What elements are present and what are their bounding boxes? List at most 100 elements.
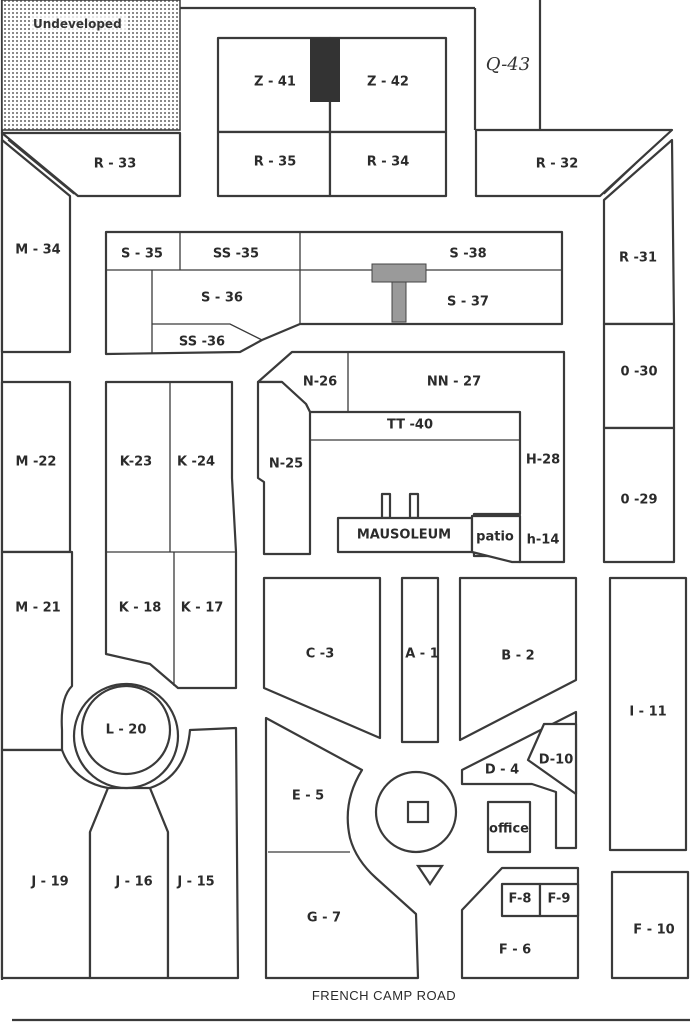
office-label: office (489, 822, 529, 837)
section-s36[interactable]: S - 36 (201, 291, 243, 306)
section-n26[interactable]: N-26 (303, 375, 337, 390)
section-j19-label: J - 19 (30, 875, 68, 890)
section-k18-label: K - 18 (119, 601, 162, 616)
section-r31-label: R -31 (619, 251, 657, 266)
section-b2[interactable]: B - 2 (458, 576, 578, 742)
patio-label: patio (476, 530, 514, 545)
office-building[interactable]: office (486, 800, 532, 854)
section-c3[interactable]: C -3 (262, 576, 382, 740)
road-label: FRENCH CAMP ROAD (312, 988, 456, 1003)
undeveloped-area[interactable]: Undeveloped (1, 0, 181, 131)
section-m22[interactable]: M -22 (0, 380, 72, 554)
section-s36-label: S - 36 (201, 291, 243, 306)
j-block (0, 726, 240, 980)
k-block (104, 380, 238, 690)
section-j15-label: J - 15 (176, 875, 214, 890)
section-s38-label: S -38 (449, 247, 486, 262)
section-e5-label: E - 5 (292, 789, 324, 804)
monument-block (310, 38, 340, 102)
s-block (104, 230, 564, 356)
section-d4-label: D - 4 (485, 763, 519, 778)
section-e5[interactable]: E - 5 (264, 716, 420, 980)
handwritten-note: Q-43 (486, 54, 530, 75)
section-r35-label: R - 35 (254, 155, 297, 170)
section-k24[interactable]: K -24 (177, 455, 215, 470)
section-ss36-label: SS -36 (179, 335, 225, 350)
section-o29-label: 0 -29 (620, 493, 657, 508)
section-s38[interactable]: S -38 (449, 247, 486, 262)
section-d10[interactable]: D-10 (526, 722, 578, 796)
section-f9[interactable]: F-9 (538, 882, 580, 918)
section-b2-label: B - 2 (501, 649, 534, 664)
section-r33-label: R - 33 (94, 157, 137, 172)
section-m21[interactable]: M - 21 (0, 550, 74, 752)
mausoleum-label: MAUSOLEUM (357, 528, 451, 543)
section-s37-label: S - 37 (447, 295, 489, 310)
section-r31[interactable]: R -31 (602, 138, 676, 326)
section-f10-label: F - 10 (633, 923, 674, 938)
section-s35-label: S - 35 (121, 247, 163, 262)
section-c3-label: C -3 (306, 647, 335, 662)
section-h28[interactable]: H-28 (526, 453, 560, 468)
section-z42-label: Z - 42 (367, 75, 409, 90)
section-j16-label: J - 16 (114, 875, 152, 890)
section-l20-label: L - 20 (106, 723, 147, 738)
section-m22-label: M -22 (16, 455, 57, 470)
section-f8-label: F-8 (509, 892, 532, 907)
section-f6-label: F - 6 (499, 943, 531, 958)
section-a1[interactable]: A - 1 (400, 576, 440, 744)
section-g7[interactable]: G - 7 (307, 911, 341, 926)
undeveloped-label: Undeveloped (33, 17, 122, 31)
section-m34-label: M - 34 (15, 243, 60, 258)
center-roundabout (374, 770, 458, 886)
section-k24-label: K -24 (177, 455, 215, 470)
section-ss36[interactable]: SS -36 (179, 335, 225, 350)
section-tt40-label: TT -40 (387, 418, 433, 433)
section-tt40[interactable]: TT -40 (387, 418, 433, 433)
section-h14[interactable]: h-14 (527, 533, 560, 548)
section-o29[interactable]: 0 -29 (602, 426, 676, 564)
section-k18[interactable]: K - 18 (119, 601, 162, 616)
section-nn27-label: NN - 27 (427, 375, 481, 390)
section-m34[interactable]: M - 34 (0, 138, 72, 354)
section-z42[interactable]: Z - 42 (328, 36, 448, 134)
section-n26-label: N-26 (303, 375, 337, 390)
section-r35[interactable]: R - 35 (216, 130, 332, 198)
section-i11-label: I - 11 (629, 705, 666, 720)
section-ss35-label: SS -35 (213, 247, 259, 262)
section-s37[interactable]: S - 37 (447, 295, 489, 310)
section-z41-label: Z - 41 (254, 75, 296, 90)
section-k23[interactable]: K-23 (120, 455, 152, 470)
section-nn27[interactable]: NN - 27 (427, 375, 481, 390)
section-r34[interactable]: R - 34 (328, 130, 448, 198)
section-k17-label: K - 17 (181, 601, 224, 616)
section-h28-label: H-28 (526, 453, 560, 468)
patio[interactable]: patio (470, 514, 522, 564)
section-i11[interactable]: I - 11 (608, 576, 688, 852)
section-j15[interactable]: J - 15 (176, 875, 214, 890)
section-g7-label: G - 7 (307, 911, 341, 926)
section-f8[interactable]: F-8 (500, 882, 542, 918)
section-ss35[interactable]: SS -35 (213, 247, 259, 262)
section-f10[interactable]: F - 10 (610, 870, 690, 980)
n-block (256, 350, 566, 564)
t-monument (371, 263, 427, 323)
section-n25[interactable]: N-25 (269, 457, 303, 472)
section-h14-label: h-14 (527, 533, 560, 548)
section-n25-label: N-25 (269, 457, 303, 472)
section-d10-label: D-10 (539, 753, 574, 768)
section-o30[interactable]: 0 -30 (602, 322, 676, 430)
section-r32[interactable]: R - 32 (474, 128, 674, 198)
section-s35[interactable]: S - 35 (121, 247, 163, 262)
section-k17[interactable]: K - 17 (181, 601, 224, 616)
section-r33[interactable]: R - 33 (0, 131, 182, 198)
section-j16[interactable]: J - 16 (114, 875, 152, 890)
section-l20[interactable]: L - 20 (72, 682, 180, 790)
section-m21-label: M - 21 (15, 601, 60, 616)
section-j19[interactable]: J - 19 (30, 875, 68, 890)
section-r34-label: R - 34 (367, 155, 410, 170)
section-r32-label: R - 32 (536, 157, 579, 172)
section-f9-label: F-9 (548, 892, 571, 907)
mausoleum-building[interactable]: MAUSOLEUM (336, 492, 474, 554)
